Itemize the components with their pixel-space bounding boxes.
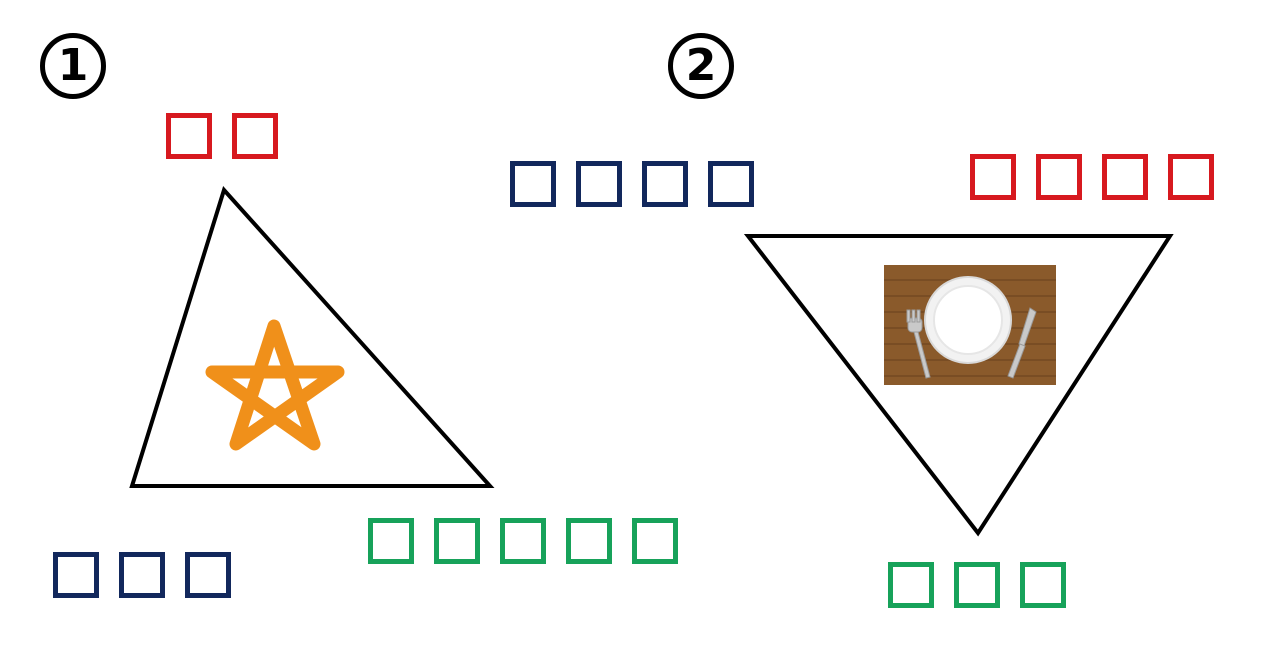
puzzle-1-blanks-bottom-left: [53, 552, 231, 598]
answer-box: [368, 518, 414, 564]
knife-icon: [1007, 307, 1037, 379]
answer-box: [1168, 154, 1214, 200]
answer-box: [708, 161, 754, 207]
answer-box: [1102, 154, 1148, 200]
panel-number-2: 2: [668, 33, 734, 99]
answer-box: [1036, 154, 1082, 200]
puzzle-2-blanks-top-right: [970, 154, 1214, 200]
puzzle-2-blanks-top-left: [510, 161, 754, 207]
place-setting-icon: [884, 265, 1056, 385]
answer-box: [185, 552, 231, 598]
answer-box: [434, 518, 480, 564]
fork-icon: [906, 309, 931, 379]
answer-box: [954, 562, 1000, 608]
answer-box: [1020, 562, 1066, 608]
answer-box: [232, 113, 278, 159]
triangle-1: [129, 186, 495, 488]
puzzle-2-blanks-bottom: [888, 562, 1066, 608]
answer-box: [119, 552, 165, 598]
answer-box: [500, 518, 546, 564]
answer-box: [576, 161, 622, 207]
answer-box: [510, 161, 556, 207]
answer-box: [970, 154, 1016, 200]
answer-box: [566, 518, 612, 564]
answer-box: [888, 562, 934, 608]
answer-box: [642, 161, 688, 207]
answer-box: [166, 113, 212, 159]
answer-box: [632, 518, 678, 564]
puzzle-1-blanks-bottom-right: [368, 518, 678, 564]
answer-box: [53, 552, 99, 598]
panel-number-1: 1: [40, 33, 106, 99]
star-icon: [205, 319, 345, 451]
puzzle-1-blanks-top: [166, 113, 278, 159]
